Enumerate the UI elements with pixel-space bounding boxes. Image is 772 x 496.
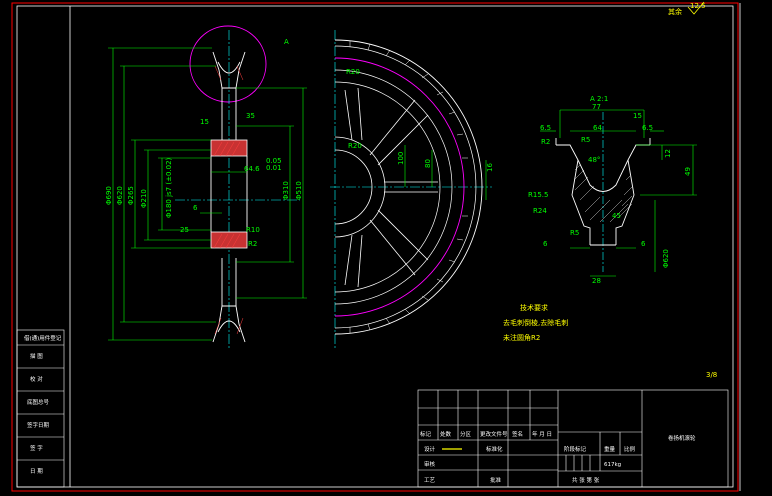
svg-text:0.01: 0.01 (266, 164, 282, 172)
svg-text:45: 45 (612, 212, 621, 220)
svg-text:R5: R5 (581, 136, 590, 144)
tb-row-label-2: 分区 (460, 430, 472, 438)
title-block-grid (417, 389, 729, 488)
svg-text:Φ180 js7 (±0.02): Φ180 js7 (±0.02) (165, 157, 173, 218)
detail-view-a: A 2:1 77 15 64 6.5 6.5 R2 (528, 95, 697, 285)
tb-stage: 阶段标记 (564, 445, 587, 453)
side-label-6: 日 期 (30, 468, 43, 475)
svg-text:6.5: 6.5 (540, 124, 551, 132)
svg-text:12: 12 (664, 149, 672, 158)
svg-text:其余: 其余 (668, 7, 682, 16)
svg-text:Φ210: Φ210 (140, 189, 148, 208)
svg-text:100: 100 (397, 152, 405, 165)
svg-text:15: 15 (200, 118, 209, 126)
tb-scale-label: 比例 (624, 445, 636, 453)
svg-text:Φ510: Φ510 (295, 181, 303, 200)
front-view: R20 R20 100 80 16 (330, 30, 494, 350)
side-label-0: 借(通)用件登记 (24, 334, 62, 342)
svg-text:48°: 48° (588, 156, 600, 164)
side-label-3: 底图总号 (27, 398, 50, 406)
tb-row-label-1: 处数 (440, 430, 452, 438)
svg-text:49: 49 (684, 167, 692, 176)
detail-circle (189, 25, 267, 103)
side-label-4: 签字日期 (27, 421, 50, 429)
tb-review: 审核 (424, 460, 436, 468)
tb-row-label-0: 标记 (420, 430, 432, 438)
svg-text:77: 77 (592, 103, 601, 111)
svg-text:Φ620: Φ620 (116, 186, 124, 205)
tb-weight-value: 617kg (604, 462, 621, 468)
svg-text:15: 15 (633, 112, 642, 120)
tb-row-label-3: 更改文件号 (480, 430, 508, 438)
svg-text:12.5: 12.5 (690, 2, 706, 10)
svg-text:R2: R2 (541, 138, 550, 146)
side-label-1: 描 图 (30, 352, 43, 360)
svg-text:25: 25 (180, 226, 189, 234)
svg-text:6.5: 6.5 (642, 124, 653, 132)
tb-part-name: 卷扬机滚轮 (668, 434, 696, 442)
svg-text:Φ310: Φ310 (282, 181, 290, 200)
tb-standardize: 标准化 (486, 445, 503, 453)
svg-text:R2: R2 (248, 240, 257, 248)
tb-design: 设计 (424, 445, 436, 453)
svg-text:35: 35 (246, 112, 255, 120)
svg-text:0.05: 0.05 (266, 157, 282, 165)
svg-text:6: 6 (543, 240, 548, 248)
svg-text:R5: R5 (570, 229, 579, 237)
svg-text:R20: R20 (346, 68, 360, 76)
svg-text:Φ690: Φ690 (105, 186, 113, 205)
side-label-5: 签 字 (30, 444, 43, 452)
svg-text:6: 6 (641, 240, 646, 248)
svg-text:80: 80 (424, 159, 432, 168)
svg-text:6: 6 (193, 204, 198, 212)
svg-text:去毛刺倒棱,去除毛刺: 去毛刺倒棱,去除毛刺 (503, 318, 568, 327)
scale-mark: 3/8 (706, 371, 717, 379)
svg-text:Φ265: Φ265 (127, 186, 135, 205)
svg-text:64.6: 64.6 (244, 165, 260, 173)
sheet-border (11, 2, 741, 492)
tb-sheets: 共 张 第 张 (572, 476, 600, 484)
section-view-left: A (105, 25, 307, 348)
svg-text:A: A (284, 38, 289, 46)
svg-text:R20: R20 (348, 142, 362, 150)
tb-craft: 工艺 (424, 477, 436, 484)
side-registration-column (16, 329, 65, 488)
svg-text:技术要求: 技术要求 (520, 303, 548, 312)
svg-text:R15.5: R15.5 (528, 191, 548, 199)
svg-text:未注圆角R2: 未注圆角R2 (503, 333, 540, 342)
tb-approve: 批准 (490, 476, 502, 484)
svg-text:28: 28 (592, 277, 601, 285)
svg-text:Φ620: Φ620 (662, 249, 670, 268)
svg-text:64: 64 (593, 124, 602, 132)
svg-text:R10: R10 (246, 226, 260, 234)
technical-requirements: 技术要求 去毛刺倒棱,去除毛刺 未注圆角R2 (503, 303, 568, 342)
svg-text:R24: R24 (533, 207, 547, 215)
side-label-2: 校 对 (30, 375, 43, 383)
tb-row-label-4: 签名 (512, 430, 523, 438)
roughness-symbol: 其余 12.5 (668, 1, 706, 16)
svg-text:A 2:1: A 2:1 (590, 95, 608, 103)
svg-text:16: 16 (486, 163, 494, 172)
tb-row-label-5: 年 月 日 (532, 430, 552, 438)
tb-weight-label: 重量 (604, 445, 616, 453)
